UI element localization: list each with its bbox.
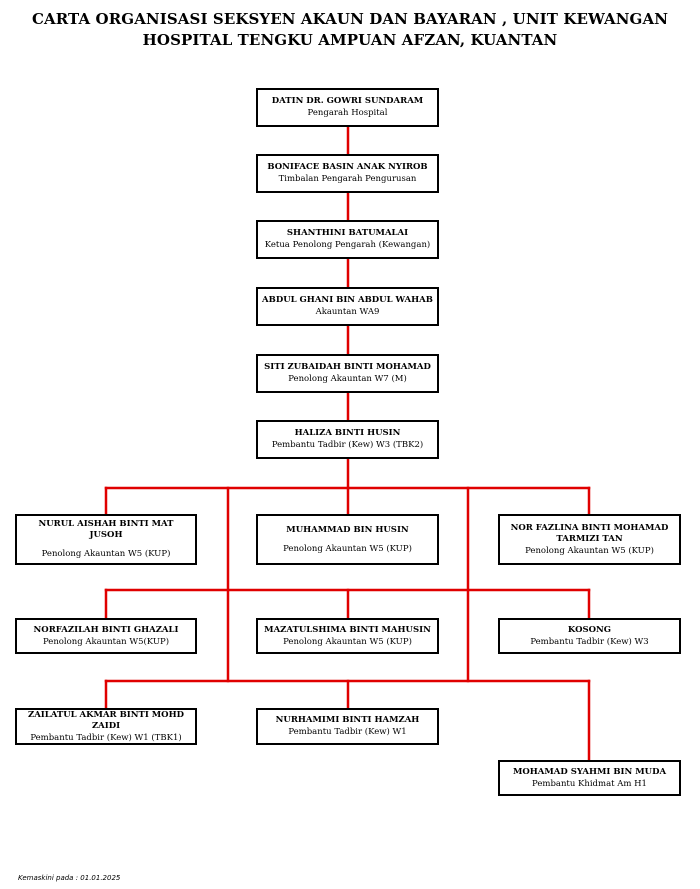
node-role: Pembantu Khidmat Am H1	[532, 778, 647, 789]
node-pengarah-hospital: DATIN DR. GOWRI SUNDARAM Pengarah Hospit…	[256, 88, 439, 127]
node-staff: NOR FAZLINA BINTI MOHAMAD TARMIZI TAN Pe…	[498, 514, 681, 565]
node-staff-vacant: KOSONG Pembantu Tadbir (Kew) W3	[498, 618, 681, 654]
node-name: ZAILATUL AKMAR BINTI MOHD ZAIDI	[28, 709, 184, 731]
chart-title-line-2: HOSPITAL TENGKU AMPUAN AFZAN, KUANTAN	[142, 31, 558, 49]
node-name: KOSONG	[567, 624, 612, 635]
node-akauntan: ABDUL GHANI BIN ABDUL WAHAB Akauntan WA9	[256, 287, 439, 326]
node-staff: NURUL AISHAH BINTI MAT JUSOH Penolong Ak…	[15, 514, 197, 565]
node-name: MOHAMAD SYAHMI BIN MUDA	[512, 766, 667, 777]
node-staff: MAZATULSHIMA BINTI MAHUSIN Penolong Akau…	[256, 618, 439, 654]
node-role: Pembantu Tadbir (Kew) W1	[288, 727, 407, 737]
last-updated-note: Kemaskini pada : 01.01.2025	[18, 874, 121, 882]
node-role: Penolong Akauntan W5(KUP)	[42, 636, 170, 647]
node-role: Penolong Akauntan W5 (KUP)	[283, 543, 412, 554]
node-role: Pembantu Tadbir (Kew) W1 (TBK1)	[30, 732, 182, 743]
node-name: SITI ZUBAIDAH BINTI MOHAMAD	[264, 362, 431, 372]
node-name: DATIN DR. GOWRI SUNDARAM	[271, 96, 424, 106]
node-name: NURHAMIMI BINTI HAMZAH	[275, 715, 420, 725]
node-role: Pembantu Tadbir (Kew) W3 (TBK2)	[271, 440, 424, 450]
node-name: BONIFACE BASIN ANAK NYIROB	[267, 162, 428, 172]
node-name: NURUL AISHAH BINTI MAT JUSOH	[38, 519, 174, 540]
node-staff: ZAILATUL AKMAR BINTI MOHD ZAIDI Pembantu…	[15, 708, 197, 745]
node-name: NOR FAZLINA BINTI MOHAMAD TARMIZI TAN	[510, 522, 669, 544]
node-staff: MOHAMAD SYAHMI BIN MUDA Pembantu Khidmat…	[498, 760, 681, 796]
node-staff: NORFAZILAH BINTI GHAZALI Penolong Akaunt…	[15, 618, 197, 654]
node-staff: NURHAMIMI BINTI HAMZAH Pembantu Tadbir (…	[256, 708, 439, 745]
node-ketua-penolong-pengarah: SHANTHINI BATUMALAI Ketua Penolong Penga…	[256, 220, 439, 259]
node-role: Penolong Akauntan W7 (M)	[288, 374, 407, 384]
node-role: Penolong Akauntan W5 (KUP)	[525, 545, 654, 556]
node-name: MUHAMMAD BIN HUSIN	[286, 524, 409, 535]
node-penolong-akauntan-w7: SITI ZUBAIDAH BINTI MOHAMAD Penolong Aka…	[256, 354, 439, 393]
node-role: Penolong Akauntan W5 (KUP)	[283, 636, 412, 647]
node-name: ABDUL GHANI BIN ABDUL WAHAB	[262, 295, 433, 305]
chart-title-line-1: CARTA ORGANISASI SEKSYEN AKAUN DAN BAYAR…	[31, 10, 669, 28]
node-name: MAZATULSHIMA BINTI MAHUSIN	[264, 624, 431, 635]
node-name: NORFAZILAH BINTI GHAZALI	[33, 624, 179, 635]
node-role: Timbalan Pengarah Pengurusan	[278, 174, 417, 184]
node-role: Pembantu Tadbir (Kew) W3	[530, 636, 649, 647]
node-role: Penolong Akauntan W5 (KUP)	[41, 549, 171, 559]
node-role: Pengarah Hospital	[307, 108, 388, 118]
node-pembantu-tadbir-w3: HALIZA BINTI HUSIN Pembantu Tadbir (Kew)…	[256, 420, 439, 459]
node-role: Akauntan WA9	[315, 307, 380, 317]
node-name: HALIZA BINTI HUSIN	[294, 428, 401, 438]
node-timbalan-pengarah: BONIFACE BASIN ANAK NYIROB Timbalan Peng…	[256, 154, 439, 193]
node-name: SHANTHINI BATUMALAI	[286, 228, 409, 238]
node-role: Ketua Penolong Pengarah (Kewangan)	[264, 240, 431, 250]
node-staff: MUHAMMAD BIN HUSIN Penolong Akauntan W5 …	[256, 514, 439, 565]
